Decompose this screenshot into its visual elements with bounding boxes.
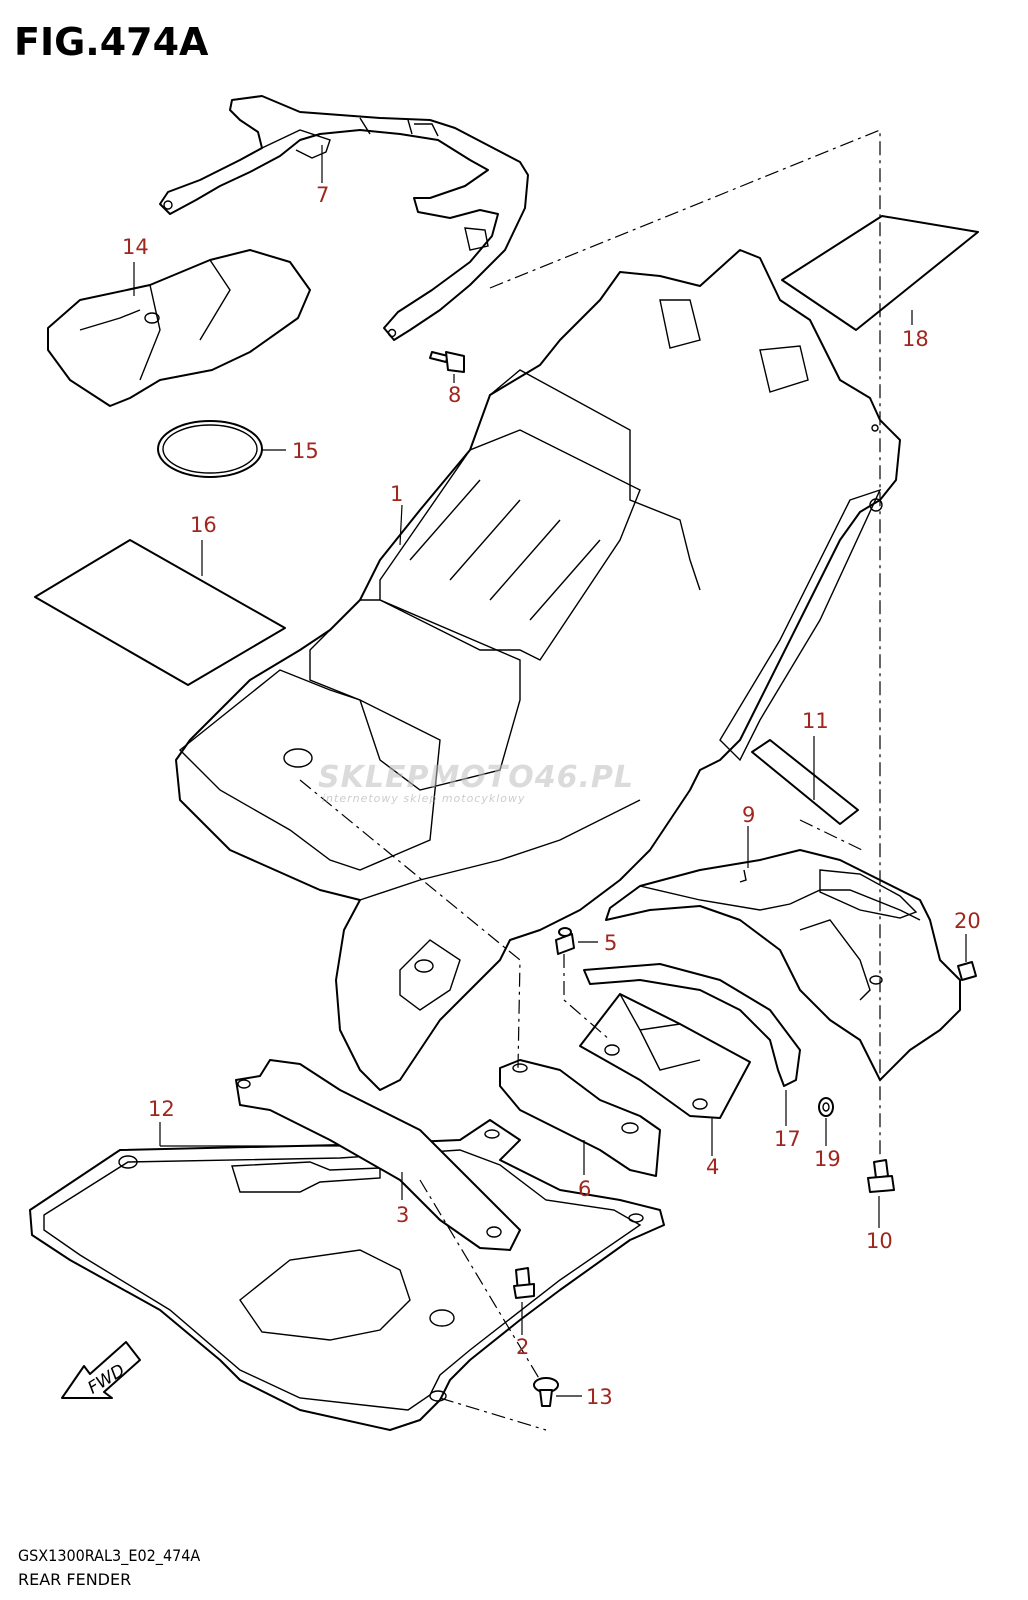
part-seat-cover [47,249,311,407]
part-o-ring [157,420,263,478]
figure-name: REAR FENDER [18,1570,132,1589]
part-bracket-3 [235,1059,521,1251]
callout-labels: 1 2 3 4 5 6 7 8 9 10 11 12 13 14 15 16 1… [122,183,981,1409]
part-bolt-2 [513,1267,535,1299]
fwd-arrow: FWD [61,1341,141,1399]
reference-lines [299,129,881,1431]
callout-1: 1 [390,482,403,506]
callout-9: 9 [742,803,755,827]
part-bolt-8 [429,351,465,373]
figure-code: GSX1300RAL3_E02_474A [18,1546,201,1565]
callout-4: 4 [706,1155,719,1179]
part-bracket-6 [499,1059,661,1177]
part-washer-19 [818,1097,834,1117]
part-clip-20 [957,961,977,981]
part-rivet-13 [533,1377,559,1407]
figure-title: FIG.474A [14,20,209,64]
callout-2: 2 [516,1335,529,1359]
part-bracket-4 [579,993,751,1119]
part-inner-fender [605,849,961,1081]
callout-17: 17 [774,1127,801,1151]
callout-15: 15 [292,439,319,463]
callout-6: 6 [578,1177,591,1201]
callout-5: 5 [604,931,617,955]
callout-7: 7 [316,183,329,207]
leader-lines [133,145,967,1397]
callout-19: 19 [814,1147,841,1171]
callout-3: 3 [396,1203,409,1227]
part-strip-17 [583,963,801,1087]
watermark-tagline: internetowy sklep motocyklowy [322,792,526,805]
part-clip-5 [555,927,575,955]
callout-11: 11 [802,709,829,733]
part-undertray [29,1119,665,1431]
callout-14: 14 [122,235,149,259]
callout-16: 16 [190,513,217,537]
part-grab-bar [159,95,529,341]
part-rear-fender [175,249,901,1091]
callout-20: 20 [954,909,981,933]
part-sheet-11 [751,739,859,825]
callout-12: 12 [148,1097,175,1121]
part-sheet-16 [34,539,286,686]
callout-13: 13 [586,1385,613,1409]
part-sheet-18 [781,215,979,331]
part-bolt-10 [867,1159,895,1193]
callout-18: 18 [902,327,929,351]
watermark-brand: SKLEPMOTO46.PL [318,760,635,795]
callout-8: 8 [448,383,461,407]
callout-10: 10 [866,1229,893,1253]
